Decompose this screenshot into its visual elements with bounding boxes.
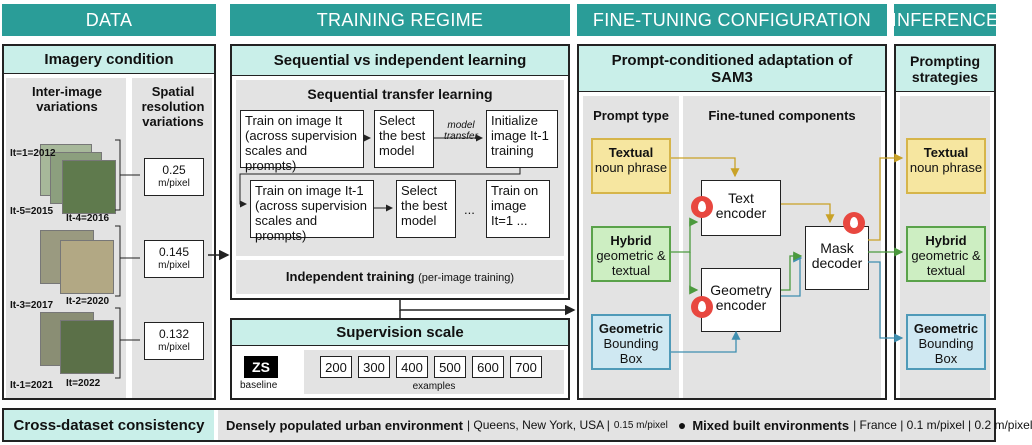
- imagery-condition-title: Imagery condition: [4, 46, 214, 74]
- header-finetune: FINE-TUNING CONFIGURATION: [577, 4, 887, 36]
- data-panel: Imagery condition Inter-image variations…: [2, 44, 216, 400]
- footer-bar: Cross-dataset consistency Densely popula…: [2, 408, 1032, 442]
- resolution-box: 0.132 m/pixel: [144, 322, 204, 360]
- prompt-bold: Textual: [923, 145, 969, 160]
- resolution-unit: m/pixel: [158, 260, 190, 271]
- image-year-label: It-4=2016: [66, 213, 110, 224]
- connector-arrows: [115, 134, 904, 379]
- spatial-heading: Spatial resolution variations: [141, 84, 205, 129]
- sequential-vs-independent-title: Sequential vs independent learning: [232, 46, 568, 76]
- cross-dataset-title: Cross-dataset consistency: [4, 410, 214, 440]
- loc-queens: | Queens, New York, USA |: [466, 418, 610, 432]
- inter-image-heading: Inter-image variations: [31, 84, 103, 114]
- prompt-text: noun phrase: [594, 160, 668, 175]
- prompt-bold: Hybrid: [925, 233, 967, 248]
- prompt-text: geometric & textual: [911, 248, 981, 278]
- image-year-label: It-5=2015: [10, 206, 54, 217]
- mask-decoder-box: Mask decoder: [805, 226, 869, 290]
- supervision-title: Supervision scale: [232, 320, 568, 346]
- image-year-label: It=1=2012: [10, 148, 56, 159]
- sam3-title: Prompt-conditioned adaptation of SAM3: [579, 46, 885, 92]
- training-panel: Sequential vs independent learning Seque…: [230, 44, 570, 300]
- env-urban: Densely populated urban environment: [226, 417, 463, 433]
- resolution-value: 0.145: [158, 245, 190, 259]
- ellipsis: ...: [464, 202, 475, 217]
- train-image-box: Train on image It (across supervision sc…: [240, 110, 364, 173]
- initialize-box: Initialize image It-1 training: [486, 110, 558, 168]
- prompt-text: Bounding Box: [603, 336, 659, 366]
- example-count: 500: [434, 356, 466, 378]
- resolution-value: 0.132: [158, 327, 190, 341]
- train-last-box: Train on image It=1 ...: [486, 180, 550, 238]
- resolution-box: 0.25 m/pixel: [144, 158, 204, 196]
- fire-icon: [691, 296, 713, 318]
- prompt-type-heading: Prompt type: [593, 108, 669, 123]
- aerial-image: [62, 160, 116, 214]
- strategy-geometric: Geometric Bounding Box: [906, 314, 986, 370]
- loc-france: | France | 0.1 m/pixel | 0.2 m/pixel: [853, 418, 1032, 432]
- model-transfer-label: model transfer: [444, 120, 478, 142]
- footer-content: Densely populated urban environment | Qu…: [218, 410, 1032, 440]
- select-best-box: Select the best model: [374, 110, 434, 168]
- independent-training: Independent training (per-image training…: [236, 269, 564, 284]
- example-count: 400: [396, 356, 428, 378]
- strategy-hybrid: Hybrid geometric & textual: [906, 226, 986, 282]
- example-count: 300: [358, 356, 390, 378]
- prompt-hybrid: Hybrid geometric & textual: [591, 226, 671, 282]
- env-mixed: Mixed built environments: [692, 417, 850, 433]
- strategy-textual: Textual noun phrase: [906, 138, 986, 194]
- fire-icon: [843, 212, 865, 234]
- header-inference: INFERENCE: [892, 4, 998, 36]
- aerial-image: [60, 320, 114, 374]
- header-data: DATA: [2, 4, 216, 36]
- image-year-label: It-3=2017: [10, 300, 54, 311]
- prompt-text: Bounding Box: [918, 336, 974, 366]
- resolution-box: 0.145 m/pixel: [144, 240, 204, 278]
- select-best-box: Select the best model: [396, 180, 456, 238]
- fire-icon: [691, 196, 713, 218]
- prompt-bold: Geometric: [598, 321, 664, 336]
- example-count: 200: [320, 356, 352, 378]
- prompt-text: geometric & textual: [596, 248, 666, 278]
- image-year-label: It=2022: [66, 378, 101, 389]
- prompt-bold: Textual: [608, 145, 654, 160]
- resolution-unit: m/pixel: [158, 178, 190, 189]
- resolution-value: 0.25: [162, 163, 186, 177]
- components-heading: Fine-tuned components: [708, 108, 856, 123]
- bullet-icon: ●: [677, 417, 687, 433]
- prompting-strategies-title: Prompting strategies: [896, 46, 994, 92]
- examples-label: examples: [412, 381, 456, 392]
- prompt-textual: Textual noun phrase: [591, 138, 671, 194]
- resolution-unit: m/pixel: [158, 342, 190, 353]
- prompt-bold: Hybrid: [610, 233, 652, 248]
- prompt-bold: Geometric: [913, 321, 979, 336]
- independent-note: (per-image training): [418, 272, 515, 284]
- header-training: TRAINING REGIME: [230, 4, 570, 36]
- independent-area: [236, 260, 564, 294]
- prompt-text: noun phrase: [909, 160, 983, 175]
- image-year-label: It-2=2020: [66, 296, 110, 307]
- aerial-image: [60, 240, 114, 294]
- train-image-box: Train on image It-1 (across supervision …: [250, 180, 374, 243]
- supervision-panel: Supervision scale ZS baseline 200 300 40…: [230, 318, 570, 400]
- zs-badge: ZS: [244, 356, 278, 378]
- prompt-geometric: Geometric Bounding Box: [591, 314, 671, 370]
- sequential-title: Sequential transfer learning: [307, 86, 493, 102]
- res-queens: 0.15 m/pixel: [613, 419, 668, 431]
- example-count: 700: [510, 356, 542, 378]
- image-year-label: It-1=2021: [10, 380, 54, 391]
- baseline-label: baseline: [240, 380, 278, 391]
- finetune-panel: Prompt-conditioned adaptation of SAM3 Pr…: [577, 44, 887, 400]
- example-count: 600: [472, 356, 504, 378]
- inference-panel: Prompting strategies Textual noun phrase…: [894, 44, 996, 400]
- independent-title: Independent training: [285, 269, 415, 284]
